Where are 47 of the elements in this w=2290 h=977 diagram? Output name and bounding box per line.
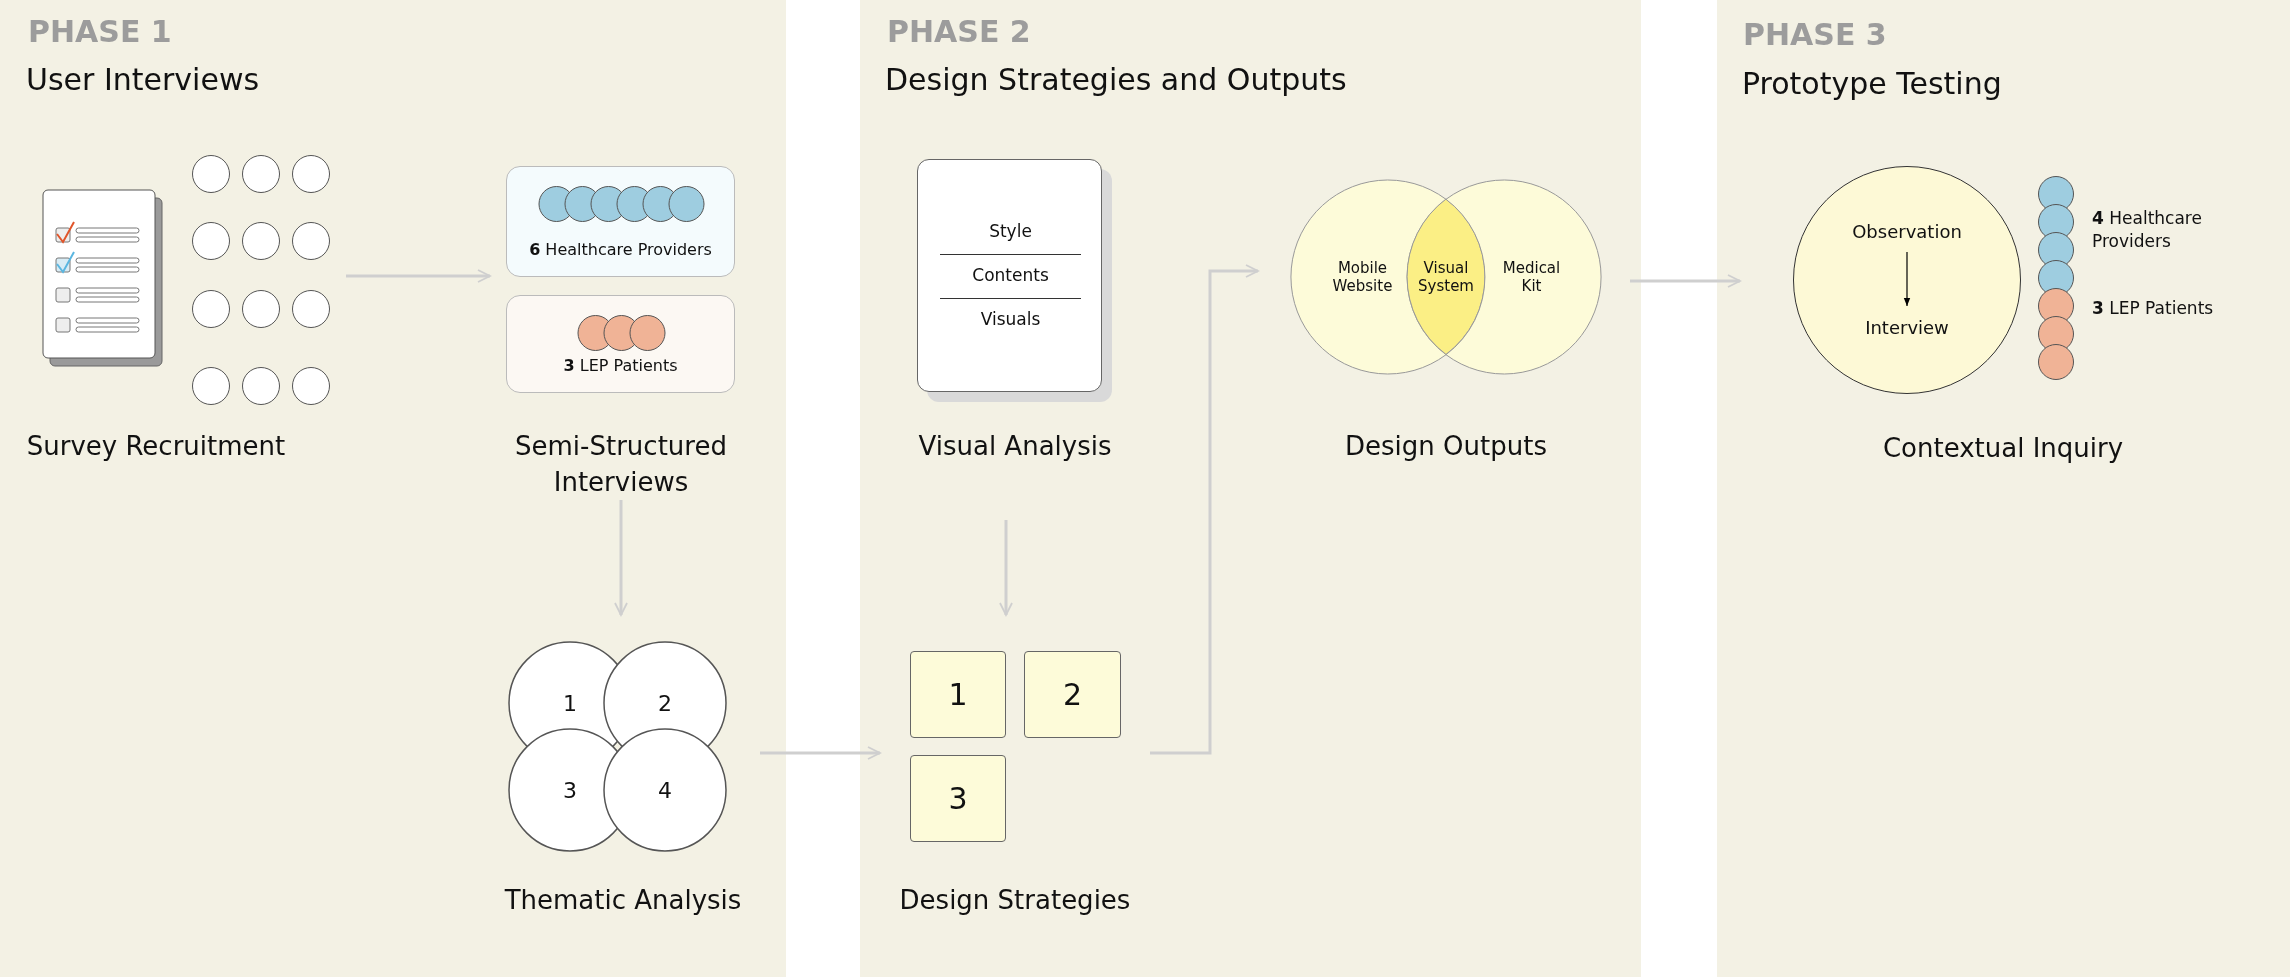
strategy-number: 2: [1062, 677, 1083, 712]
participant-box: [506, 166, 735, 277]
arrow: [760, 746, 881, 760]
venn-label: Visual System: [1417, 259, 1475, 295]
arrow: [1903, 251, 1911, 307]
participant-count: 4 Healthcare Providers: [2092, 207, 2203, 253]
phase-title: Prototype Testing: [1742, 66, 2002, 101]
venn-label: Mobile Website: [1331, 259, 1394, 295]
step-caption: Survey Recruitment: [25, 430, 287, 463]
theme-number: 3: [563, 777, 577, 803]
phase-panel: [1717, 0, 2290, 977]
theme-number: 1: [563, 690, 577, 716]
strategy-card: [910, 755, 1006, 842]
participant-count: 3 LEP Patients: [562, 356, 679, 375]
theme-number: 4: [658, 777, 672, 803]
phase-panel: [0, 0, 786, 977]
step-caption: Contextual Inquiry: [1881, 432, 2125, 465]
participant-count: 3 LEP Patients: [2092, 297, 2215, 320]
theme-number: 2: [658, 690, 672, 716]
arrow: [346, 269, 491, 283]
participant-box: [506, 295, 735, 393]
step-caption: Design Strategies: [898, 884, 1132, 917]
phase-title: User Interviews: [26, 62, 260, 97]
phase-label: PHASE 2: [887, 14, 1031, 49]
step-caption: Thematic Analysis: [503, 884, 743, 917]
strategy-card: [910, 651, 1006, 738]
analysis-item: Visuals: [979, 308, 1042, 331]
arrow: [1630, 274, 1741, 288]
phase-label: PHASE 3: [1743, 17, 1887, 52]
venn-label: Medical Kit: [1501, 259, 1562, 295]
method-label: Interview: [1865, 316, 1949, 338]
phase-label: PHASE 1: [28, 14, 172, 49]
participant-count: 6 Healthcare Providers: [528, 240, 713, 259]
strategy-card: [1024, 651, 1121, 738]
phase-panel: [860, 0, 1641, 977]
arrow: [999, 520, 1013, 616]
strategy-number: 1: [948, 677, 968, 712]
strategy-number: 3: [948, 781, 968, 816]
analysis-item: Contents: [940, 260, 1081, 299]
step-caption: Visual Analysis: [917, 430, 1113, 463]
step-caption: Semi-Structured Interviews: [514, 430, 728, 499]
step-caption: Design Outputs: [1344, 430, 1548, 463]
arrow: [614, 500, 628, 616]
arrow: [1150, 264, 1259, 755]
method-label: Observation: [1852, 220, 1962, 242]
analysis-item: Style: [940, 216, 1081, 255]
phase-title: Design Strategies and Outputs: [885, 62, 1347, 97]
